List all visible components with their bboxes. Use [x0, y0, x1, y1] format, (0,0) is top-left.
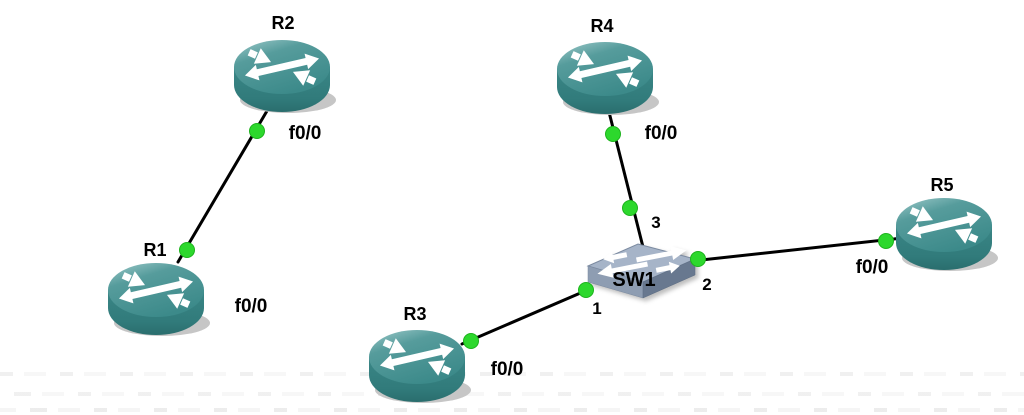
port-label-sw1-3: 3 — [651, 213, 660, 232]
status-dot-sw1-port3 — [622, 200, 638, 216]
port-label-sw1-1: 1 — [592, 299, 601, 318]
node-label-r1: R1 — [143, 240, 166, 260]
interface-label-r4-f0-0: f0/0 — [645, 123, 678, 144]
router-r3-icon[interactable] — [369, 330, 471, 403]
link-r3-sw1[interactable] — [460, 286, 594, 346]
interface-label-r3-f0-0: f0/0 — [491, 359, 524, 380]
page-bleed-artifact — [0, 408, 1024, 412]
node-label-sw1: SW1 — [612, 269, 655, 291]
node-label-r2: R2 — [271, 13, 294, 33]
interface-label-r5-f0-0: f0/0 — [856, 257, 889, 278]
node-label-r4: R4 — [590, 16, 613, 36]
router-r4-icon[interactable] — [557, 42, 659, 115]
node-label-r5: R5 — [930, 175, 953, 195]
interface-label-r1-f0-0: f0/0 — [235, 296, 268, 317]
router-r5-icon[interactable] — [896, 198, 998, 271]
interface-label-r2-f0-0: f0/0 — [289, 123, 322, 144]
router-r1-icon[interactable] — [108, 263, 210, 336]
router-r2-icon[interactable] — [234, 40, 336, 113]
status-dot-r2-f0-0 — [249, 123, 265, 139]
status-dot-r3-f0-0 — [463, 333, 479, 349]
node-label-r3: R3 — [403, 304, 426, 324]
status-dot-r1-f0-0 — [179, 242, 195, 258]
page-bleed-artifact — [0, 372, 1024, 376]
status-dot-sw1-port2 — [690, 251, 706, 267]
status-dot-r4-f0-0 — [605, 126, 621, 142]
port-label-sw1-2: 2 — [702, 275, 711, 294]
status-dot-r5-f0-0 — [878, 233, 894, 249]
status-dot-sw1-port1 — [578, 282, 594, 298]
link-sw1-r5[interactable] — [690, 236, 905, 263]
page-bleed-artifact — [0, 392, 1024, 396]
link-r4-sw1[interactable] — [605, 102, 645, 249]
